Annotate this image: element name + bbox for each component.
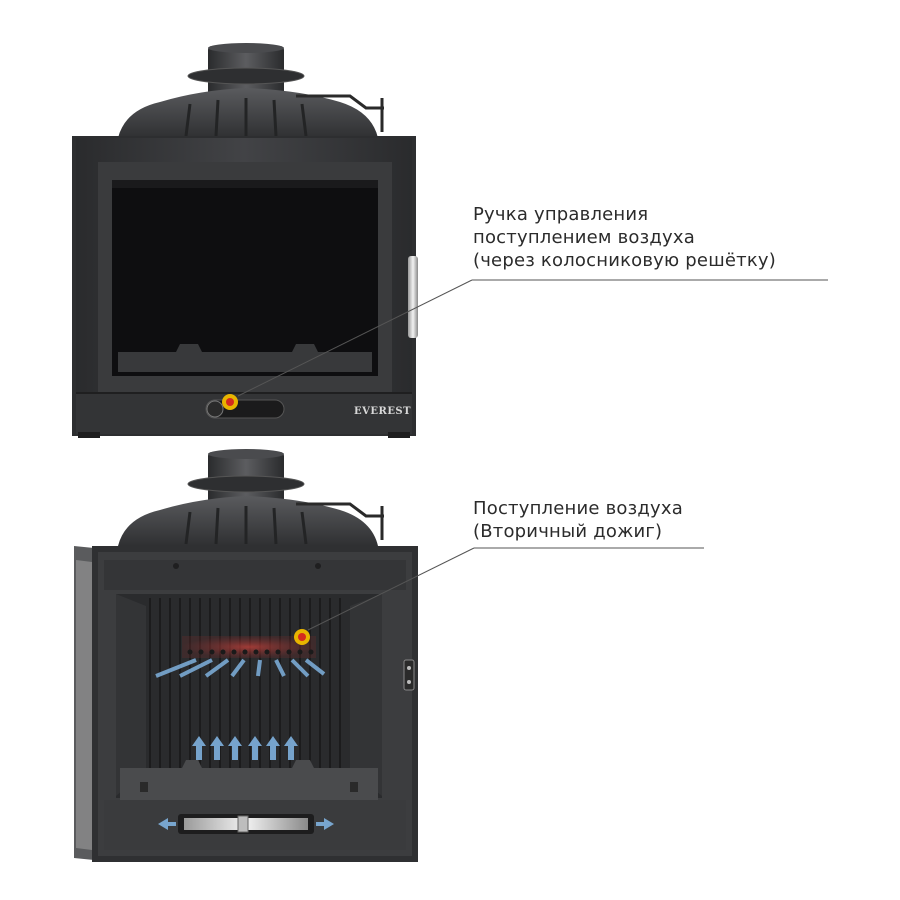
airflow-arrows-inlet xyxy=(158,818,334,830)
annotation-air-handle: Ручка управления поступлением воздуха (ч… xyxy=(473,203,776,272)
air-holes xyxy=(187,649,314,655)
airflow-arrows-secondary xyxy=(155,658,326,678)
door-glass xyxy=(112,180,378,376)
marker-secondary-air xyxy=(294,629,310,645)
brand-logo: EVEREST xyxy=(354,406,411,417)
annotation-line: Поступление воздуха xyxy=(473,498,683,519)
fireplace-closed: EVEREST xyxy=(72,43,418,438)
annotation-line: поступлением воздуха xyxy=(473,227,695,248)
door-latch[interactable] xyxy=(403,659,415,691)
dome-top xyxy=(118,496,378,546)
annotation-line: (Вторичный дожиг) xyxy=(473,521,663,542)
fireplace-open xyxy=(74,449,418,862)
dome-top xyxy=(118,88,378,138)
marker-air-handle xyxy=(222,394,238,410)
annotation-line: (через колосниковую решётку) xyxy=(473,250,776,271)
annotation-secondary-air: Поступление воздуха (Вторичный дожиг) xyxy=(473,497,683,543)
annotation-line: Ручка управления xyxy=(473,204,649,225)
air-control-knob[interactable] xyxy=(206,400,224,418)
airflow-arrows-primary xyxy=(192,736,298,760)
flue-collar xyxy=(187,475,305,493)
leader-line-bottom xyxy=(307,547,704,631)
grate xyxy=(120,760,378,800)
door-handle[interactable] xyxy=(408,256,418,338)
damper-rod xyxy=(296,502,384,518)
flue-collar xyxy=(187,67,305,85)
secondary-air-zone xyxy=(182,636,316,658)
leader-line-top xyxy=(237,279,828,397)
damper-rod xyxy=(296,94,384,110)
